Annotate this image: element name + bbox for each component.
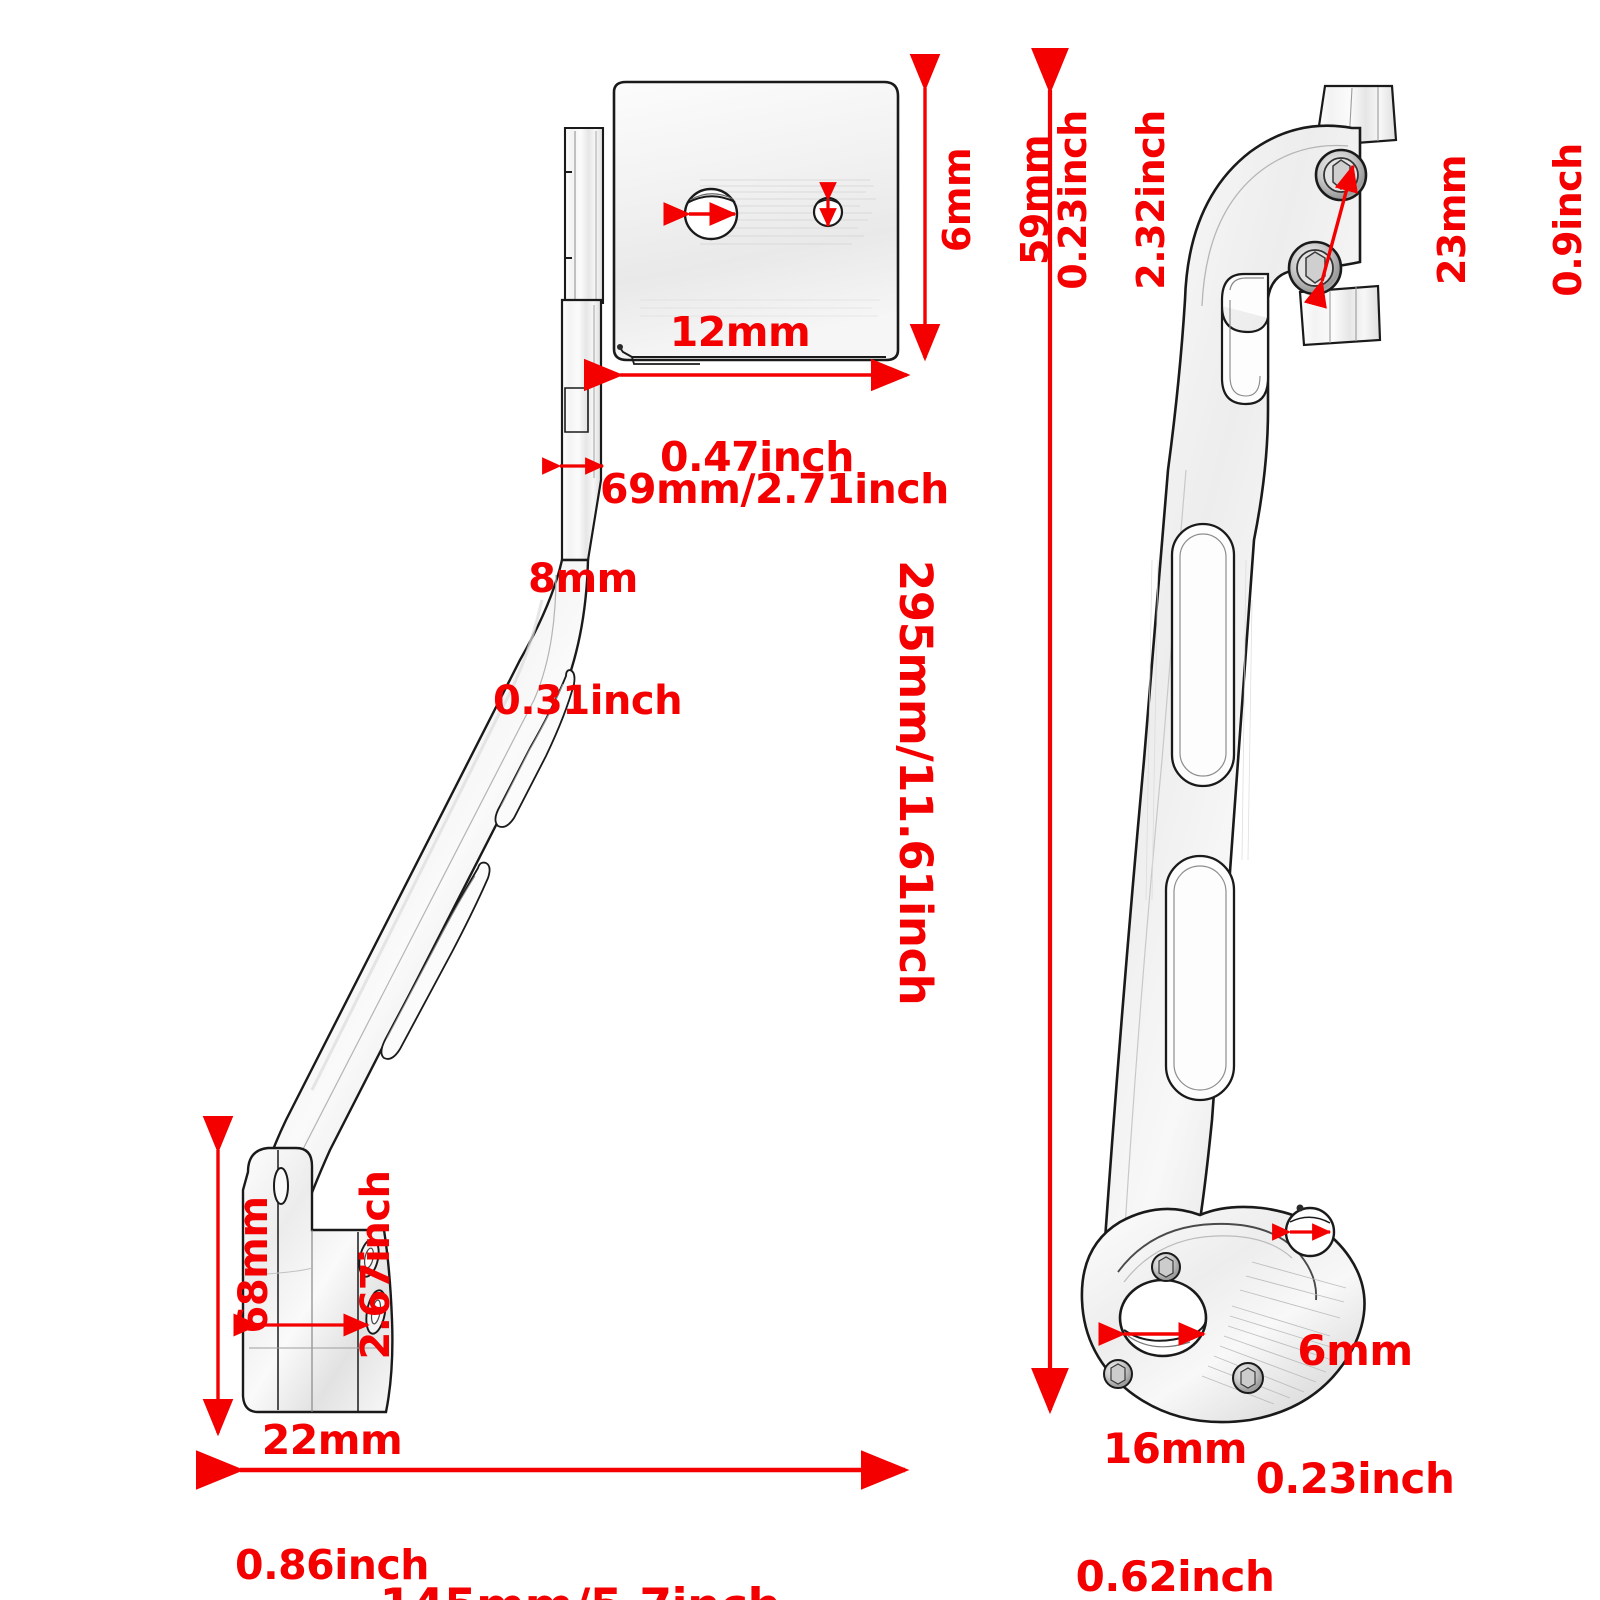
dim-label-69mm: 69mm/2.71inch [600, 385, 949, 594]
bracket-slot-2 [1170, 522, 1236, 788]
dim-label-12mm-line1: 12mm [669, 307, 811, 356]
hub-rivets [1103, 1252, 1264, 1394]
dim-label-59mm: 59mm 2.32inch [938, 100, 1248, 300]
dim-line-23mm [1303, 164, 1358, 309]
dim-label-6mm-boss-line1: 6mm [1297, 1325, 1413, 1375]
dim-label-22mm-line1: 22mm [261, 1415, 403, 1464]
pedal-foot-pad [241, 1146, 394, 1414]
dim-label-22mm: 22mm 0.86inch [222, 1336, 442, 1600]
dim-label-8mm-line1: 8mm [528, 555, 638, 602]
bracket-body [1103, 124, 1362, 1242]
arm-groove-lower [380, 861, 491, 1060]
dim-label-145mm-text: 145mm/5.7inch [370, 1582, 790, 1600]
left-assembly-brake-pedal [241, 80, 900, 1414]
dim-label-59mm-line1: 59mm [1012, 134, 1057, 266]
dim-label-8mm-line2: 0.31inch [493, 677, 683, 724]
dim-label-23mm-line2: 0.9inch [1545, 143, 1590, 297]
dim-label-23mm-line1: 23mm [1429, 154, 1474, 286]
dim-label-6mm-boss-line2: 0.23inch [1255, 1454, 1455, 1504]
dim-label-6mm-boss: 6mm 0.23inch [1230, 1244, 1480, 1587]
dim-label-16mm-line2: 0.62inch [1075, 1552, 1275, 1600]
dim-label-16mm-line1: 16mm [1103, 1423, 1247, 1473]
arm-groove-upper [494, 669, 576, 828]
dim-label-295mm: 295mm/11.61inch [801, 560, 1030, 1006]
dim-label-16mm: 16mm 0.62inch [1060, 1342, 1290, 1600]
bracket-slot-3 [1164, 854, 1236, 1102]
dim-label-8mm: 8mm 0.31inch [493, 477, 683, 803]
dim-label-69mm-text: 69mm/2.71inch [600, 464, 949, 513]
dim-label-59mm-line2: 2.32inch [1128, 110, 1173, 290]
dim-label-23mm: 23mm 0.9inch [1355, 120, 1600, 320]
dim-label-22mm-line2: 0.86inch [235, 1541, 429, 1590]
dim-label-145mm: 145mm/5.7inch [370, 1487, 790, 1600]
hinge-boss [563, 126, 605, 305]
dim-label-295mm-text: 295mm/11.61inch [889, 560, 943, 1006]
bracket-slot-1 [1220, 272, 1270, 406]
lower-bolt-boss [1287, 240, 1343, 296]
dimension-lines [196, 48, 1358, 1490]
